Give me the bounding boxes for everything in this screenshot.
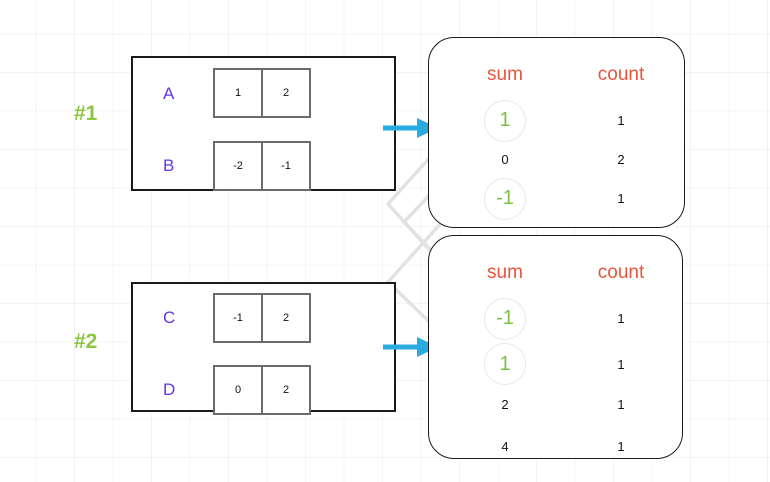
- result-count-cell: 1: [617, 356, 625, 372]
- source-row-label-b: B: [163, 156, 175, 175]
- result-row: 1 1: [429, 99, 684, 142]
- result-row: 2 1: [429, 385, 682, 423]
- result-row: -1 1: [429, 294, 682, 343]
- source-box-1: A 1 2 B -2 -1: [131, 56, 396, 191]
- result-count-cell: 1: [617, 396, 625, 412]
- result-sum-cell: 0: [501, 152, 509, 167]
- column-header-count: count: [597, 64, 645, 85]
- source-box-2: C -1 2 D 0 2: [131, 282, 396, 415]
- result-count-cell: 1: [617, 113, 625, 128]
- source-row-label-c: C: [163, 308, 176, 327]
- column-header-count: count: [597, 262, 645, 283]
- source-cells-a: 1 2: [213, 68, 311, 118]
- result-sum-cell: 4: [501, 438, 509, 454]
- result-panel-1: sum count 1 1 0 2 -1 1: [428, 37, 685, 228]
- group-label-1: #1: [74, 102, 98, 125]
- source-cells-c: -1 2: [213, 293, 311, 343]
- result-row: 1 1: [429, 343, 682, 385]
- result-panel-2-rows: -1 1 1 1 2 1 4 1: [429, 294, 682, 469]
- result-row: 4 1: [429, 423, 682, 469]
- source-row-label-a: A: [163, 84, 175, 103]
- result-count-cell: 2: [617, 152, 625, 167]
- result-sum-cell: 1: [445, 99, 565, 142]
- result-row: 0 2: [429, 140, 684, 179]
- highlight-bubble: -1: [484, 297, 526, 340]
- result-count-cell: 1: [617, 191, 625, 206]
- group-label-2: #2: [74, 330, 98, 353]
- result-sum-cell: 2: [501, 396, 509, 412]
- result-panel-2-header: sum count: [429, 262, 682, 284]
- result-count-cell: 1: [617, 438, 625, 454]
- source-cell: -1: [213, 293, 263, 343]
- source-cell: -1: [261, 141, 311, 191]
- source-cells-d: 0 2: [213, 365, 311, 415]
- source-cell: 2: [261, 293, 311, 343]
- right-arrow-icon-2: [383, 337, 438, 357]
- column-header-sum: sum: [487, 262, 523, 283]
- source-cell: 2: [261, 68, 311, 118]
- source-cells-b: -2 -1: [213, 141, 311, 191]
- result-panel-1-rows: 1 1 0 2 -1 1: [429, 99, 684, 220]
- result-sum-cell: 1: [445, 343, 565, 385]
- result-sum-cell: -1: [445, 177, 565, 220]
- source-cell: 2: [261, 365, 311, 415]
- highlight-bubble: 1: [484, 343, 526, 385]
- result-count-cell: 1: [617, 311, 625, 326]
- source-cell: -2: [213, 141, 263, 191]
- source-row-label-d: D: [163, 380, 176, 399]
- result-panel-2: sum count -1 1 1 1 2 1 4 1: [428, 235, 683, 459]
- highlight-bubble: 1: [484, 99, 526, 142]
- result-row: -1 1: [429, 177, 684, 220]
- source-cell: 0: [213, 365, 263, 415]
- column-header-sum: sum: [487, 64, 523, 85]
- highlight-bubble: -1: [484, 177, 526, 220]
- result-panel-1-header: sum count: [429, 64, 684, 86]
- source-cell: 1: [213, 68, 263, 118]
- right-arrow-icon-1: [383, 118, 438, 138]
- result-sum-cell: -1: [445, 294, 565, 343]
